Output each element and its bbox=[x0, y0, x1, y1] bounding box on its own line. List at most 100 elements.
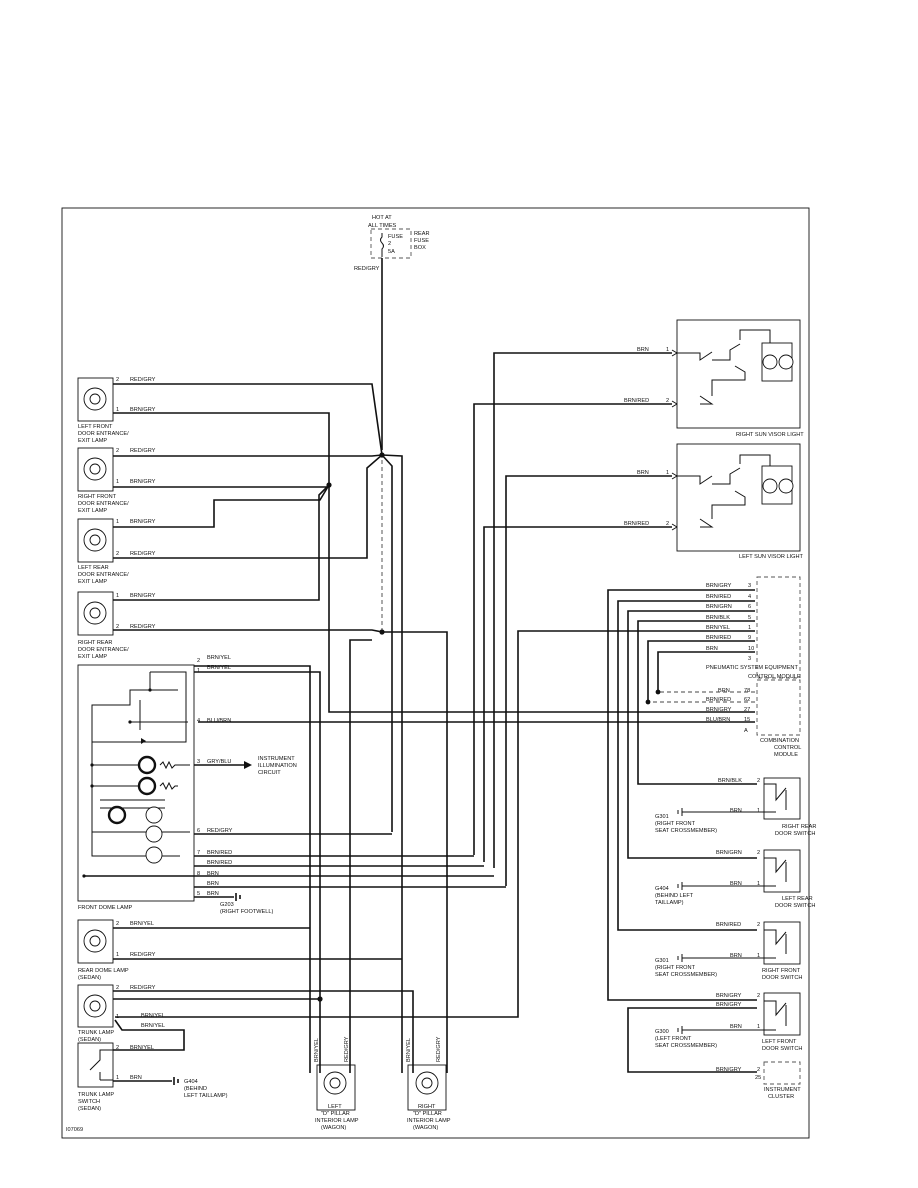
wire-segment bbox=[764, 1000, 787, 1031]
diagram-label: 5 bbox=[197, 891, 200, 897]
wire-segment bbox=[671, 472, 678, 531]
diagram-label: EXIT LAMP bbox=[78, 579, 107, 585]
diagram-label: RIGHT bbox=[418, 1104, 436, 1110]
door-lamp-left-rear: 1 BRN/GRY 2 RED/GRY LEFT REAR DOOR ENTRA… bbox=[77, 518, 156, 585]
diagram-label: 1 bbox=[116, 593, 119, 599]
wire-segment bbox=[89, 393, 101, 405]
diagram-label: RIGHT REAR bbox=[782, 824, 816, 830]
wire-segment bbox=[113, 484, 330, 601]
diagram-label: 2 bbox=[757, 922, 760, 928]
wire-segment bbox=[90, 784, 94, 788]
diagram-label: BRN/RED bbox=[207, 860, 232, 866]
diagram-label: 2 bbox=[666, 521, 669, 527]
wire-segment bbox=[657, 651, 755, 692]
wire-segment bbox=[677, 454, 771, 528]
diagram-label: RIGHT REAR bbox=[78, 640, 112, 646]
diagram-label: CONTROL MODULE bbox=[748, 674, 801, 680]
fuse-output-wire-label: RED/GRY bbox=[354, 266, 380, 272]
diagram-label: 2 bbox=[116, 624, 119, 630]
wire-segment bbox=[473, 403, 672, 855]
wire-segment bbox=[505, 475, 672, 886]
figure-reference: I07069 bbox=[66, 1127, 83, 1133]
instrument-cluster: BRN/GRY 2 25 INSTRUMENT CLUSTER bbox=[716, 1061, 801, 1100]
diagram-label: BRN/RED bbox=[706, 697, 731, 703]
diagram-label: BRN bbox=[730, 953, 742, 959]
diagram-label: BRN/YEL bbox=[207, 665, 231, 671]
diagram-label: 2 bbox=[757, 993, 760, 999]
wire-segment bbox=[762, 478, 778, 494]
wire-segment bbox=[329, 1077, 341, 1089]
diagram-label: TRUNK LAMP bbox=[78, 1092, 114, 1098]
diagram-label: RIGHT FRONT bbox=[762, 968, 801, 974]
diagram-label: A bbox=[744, 728, 748, 734]
diagram-label: 1 bbox=[757, 1024, 760, 1030]
diagram-label: (SEDAN) bbox=[78, 1106, 101, 1112]
wire-segment bbox=[483, 526, 672, 862]
wire-segment bbox=[107, 805, 127, 825]
diagram-label: DOOR ENTRANCE/ bbox=[78, 431, 129, 437]
diagram-label: LEFT REAR bbox=[782, 896, 813, 902]
wire-segment bbox=[244, 761, 252, 769]
diagram-label: FRONT DOME LAMP bbox=[78, 905, 133, 911]
diagram-label: BRN/YEL bbox=[406, 1038, 412, 1062]
diagram-label: INSTRUMENT bbox=[258, 756, 295, 762]
diagram-label: RED/GRY bbox=[130, 985, 156, 991]
diagram-label: 8 bbox=[197, 871, 200, 877]
diagram-label: EXIT LAMP bbox=[78, 438, 107, 444]
diagram-label: 9 bbox=[748, 635, 751, 641]
diagram-label: BRN/YEL bbox=[314, 1038, 320, 1062]
diagram-label: GRY/BLU bbox=[207, 759, 231, 765]
wire-segment bbox=[77, 377, 114, 422]
diagram-label: REAR DOME LAMP bbox=[78, 968, 129, 974]
diagram-label: 3 bbox=[748, 656, 751, 662]
wire-segment bbox=[77, 518, 114, 563]
diagram-label: 62 bbox=[744, 697, 750, 703]
diagram-label: 3 bbox=[748, 583, 751, 589]
diagram-label: 78 bbox=[744, 688, 750, 694]
diagram-label: BRN/YEL bbox=[130, 1045, 154, 1051]
diagram-label: RED/GRY bbox=[130, 448, 156, 454]
diagram-label: BRN bbox=[130, 1075, 142, 1081]
fuse-number: 2 bbox=[388, 241, 391, 247]
wire-segment bbox=[194, 893, 241, 901]
diagram-label: BRN/YEL bbox=[141, 1023, 165, 1029]
diagram-label: SWITCH bbox=[78, 1099, 100, 1105]
wire-segment bbox=[607, 589, 757, 1001]
diagram-label: (LEFT FRONT bbox=[655, 1036, 692, 1042]
wire-segment bbox=[677, 1026, 764, 1034]
diagram-label: 2 bbox=[197, 658, 200, 664]
diagram-label: BRN/BLK bbox=[706, 615, 730, 621]
fuse-box-label-2: FUSE bbox=[414, 238, 429, 244]
diagram-label: BRN/BLK bbox=[718, 778, 742, 784]
wire-segment bbox=[317, 996, 323, 1002]
diagram-label: G301 bbox=[655, 814, 669, 820]
diagram-label: MODULE bbox=[774, 752, 798, 758]
diagram-label: 2 bbox=[116, 1045, 119, 1051]
wire-segment bbox=[637, 620, 757, 785]
diagram-label: BRN/YEL bbox=[207, 655, 231, 661]
diagram-label: BRN bbox=[207, 881, 219, 887]
diagram-label: 1 bbox=[197, 668, 200, 674]
diagram-label: 1 bbox=[757, 881, 760, 887]
diagram-label: (SEDAN) bbox=[78, 1037, 101, 1043]
diagram-label: G404 bbox=[655, 886, 669, 892]
diagram-label: BRN/GRN bbox=[716, 850, 742, 856]
door-lamp-left-front: 2 RED/GRY 1 BRN/GRY LEFT FRONT DOOR ENTR… bbox=[77, 377, 156, 444]
diagram-label: 6 bbox=[197, 828, 200, 834]
diagram-label: BRN/RED bbox=[624, 521, 649, 527]
diagram-label: BRN/GRY bbox=[716, 1067, 742, 1073]
wire-segment bbox=[89, 534, 101, 546]
diagram-label: (SEDAN) bbox=[78, 975, 101, 981]
diagram-label: 1 bbox=[116, 1075, 119, 1081]
wire-segment bbox=[671, 349, 678, 408]
wire-segment bbox=[113, 484, 330, 528]
diagram-label: 2 bbox=[116, 985, 119, 991]
diagram-label: INTERIOR LAMP bbox=[407, 1118, 451, 1124]
wire-segment bbox=[645, 699, 651, 705]
wire-segment bbox=[89, 607, 101, 619]
diagram-label: (WAGON) bbox=[413, 1125, 438, 1131]
wire-segment bbox=[655, 689, 661, 695]
diagram-label: BLU/BRN bbox=[706, 717, 730, 723]
diagram-label: LEFT FRONT bbox=[762, 1039, 797, 1045]
